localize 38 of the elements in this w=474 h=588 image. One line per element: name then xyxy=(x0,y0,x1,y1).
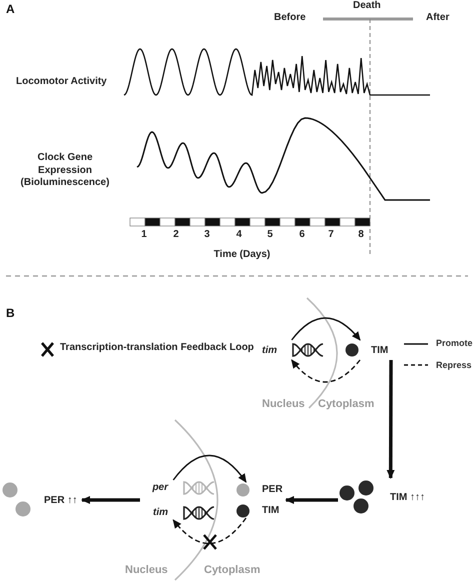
text-label: 5 xyxy=(267,229,273,242)
text-label: 6 xyxy=(299,229,305,242)
panel-letter: B xyxy=(6,306,15,321)
protein-level-label: TIM ↑↑↑ xyxy=(390,490,425,504)
text-label: Clock Gene Expression (Bioluminescence) xyxy=(20,152,110,190)
text-label: 3 xyxy=(204,229,210,242)
legend-label: Repress xyxy=(436,358,472,372)
arrow xyxy=(285,496,338,504)
text-label: Cytoplasm xyxy=(318,398,374,412)
protein-label: TIM xyxy=(262,504,280,518)
gene-label: tim xyxy=(262,344,277,358)
text-label: After xyxy=(426,12,450,24)
text-label: Locomotor Activity xyxy=(16,76,107,88)
protein-label: TIM xyxy=(371,344,388,358)
text-label: 7 xyxy=(328,229,334,242)
text-label: Before xyxy=(274,12,306,24)
text-label: Time (Days) xyxy=(214,249,270,262)
arrow xyxy=(291,317,361,341)
text-label: 8 xyxy=(358,229,364,242)
arrow xyxy=(172,454,247,483)
text-label: 1 xyxy=(141,229,147,242)
text-label: Cytoplasm xyxy=(204,564,260,578)
arrow xyxy=(291,359,361,383)
protein-level-label: PER ↑↑ xyxy=(44,494,78,508)
text-label: Nucleus xyxy=(125,564,168,578)
text-label: Nucleus xyxy=(262,398,305,412)
legend-label: Promote xyxy=(436,337,473,350)
gene-label: per xyxy=(152,481,168,495)
gene-label: tim xyxy=(153,506,168,520)
arrow xyxy=(172,518,247,544)
arrow xyxy=(81,496,140,504)
text-label: Death xyxy=(353,0,381,12)
arrow xyxy=(386,360,395,479)
text-label: 4 xyxy=(236,229,242,242)
text-label: 2 xyxy=(173,229,179,242)
protein-label: PER xyxy=(262,483,283,497)
panel-letter: A xyxy=(6,2,15,17)
text-label: Transcription-translation Feedback Loop xyxy=(60,342,254,354)
